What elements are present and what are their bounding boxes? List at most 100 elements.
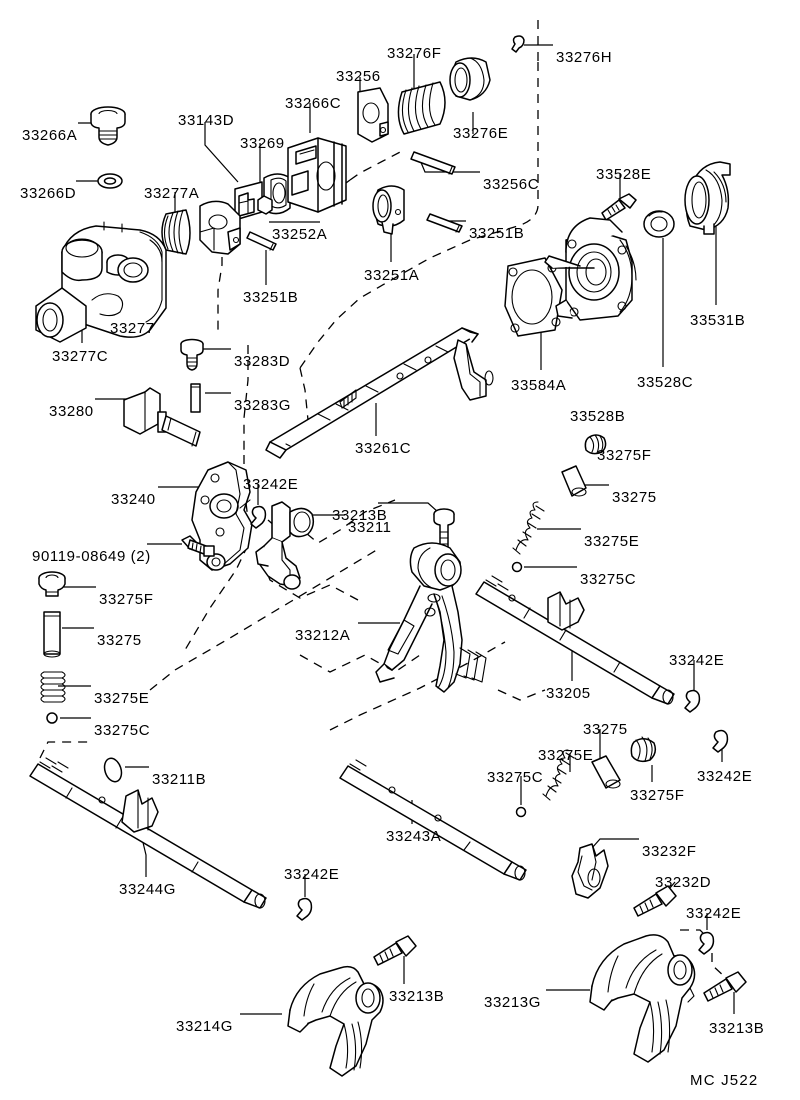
part-label-33214G: 33214G — [176, 1018, 233, 1035]
part-label-33252A: 33252A — [272, 226, 328, 243]
part-33269-seat — [257, 173, 291, 215]
part-label-33266C: 33266C — [285, 95, 342, 112]
part-33211-fork — [255, 501, 315, 590]
part-label-33528C: 33528C — [637, 374, 694, 391]
assembly-dashed-paths — [39, 20, 727, 979]
part-33275E-spring-right — [512, 501, 545, 555]
part-33266D-oring — [97, 173, 123, 189]
part-33242E-snap-ring-4 — [296, 897, 313, 921]
part-33213G-fork — [589, 934, 696, 1063]
part-label-90119-08649-2: 90119-08649 (2) — [32, 548, 151, 565]
part-label-33275C: 33275C — [94, 722, 151, 739]
part-label-33205: 33205 — [546, 685, 591, 702]
part-33256C-pin — [410, 151, 456, 175]
part-label-33276H: 33276H — [556, 49, 613, 66]
part-label-33275E: 33275E — [94, 690, 150, 707]
part-33266C-bracket — [287, 137, 347, 213]
part-33277-housing — [35, 221, 167, 343]
part-33261C-shift-shaft — [265, 327, 494, 459]
part-label-33269: 33269 — [240, 135, 285, 152]
part-33275-pin-left — [43, 611, 61, 658]
part-label-33275E: 33275E — [538, 747, 594, 764]
part-label-33213B: 33213B — [389, 988, 445, 1005]
part-label-33251B: 33251B — [469, 225, 525, 242]
part-label-33251A: 33251A — [364, 267, 420, 284]
part-label-33528B: 33528B — [570, 408, 626, 425]
part-label-33275F: 33275F — [99, 591, 154, 608]
part-33275E-spring-lower — [542, 749, 575, 801]
part-label-33584A: 33584A — [511, 377, 567, 394]
part-33275F-plug-left — [38, 571, 66, 597]
part-label-33143D: 33143D — [178, 112, 235, 129]
part-label-33213B: 33213B — [709, 1020, 765, 1037]
part-33528E-bolt — [601, 193, 637, 221]
part-33240-bracket — [191, 461, 253, 571]
part-label-33275C: 33275C — [580, 571, 637, 588]
part-33251B-pin-upper — [426, 213, 463, 233]
part-33266A-plug — [90, 106, 126, 146]
part-33143D-plate — [234, 181, 263, 221]
part-label-33242E: 33242E — [697, 768, 753, 785]
part-label-33275F: 33275F — [597, 447, 652, 464]
part-label-33276E: 33276E — [453, 125, 509, 142]
part-33251A-bushing — [372, 185, 405, 235]
part-33276F-spring — [397, 81, 446, 135]
part-label-33277: 33277 — [110, 320, 155, 337]
part-label-33213B: 33213B — [332, 507, 388, 524]
part-label-33213G: 33213G — [484, 994, 541, 1011]
part-label-33275: 33275 — [612, 489, 657, 506]
part-33275-pin-right — [561, 465, 587, 497]
part-33232F-lever — [571, 843, 609, 899]
part-33244G-shift-rod — [29, 757, 267, 909]
part-33242E-snap-ring-3 — [712, 729, 729, 753]
part-33275C-ball-right — [511, 561, 523, 573]
part-33584A-gasket — [504, 257, 563, 337]
part-33213B-bolt-2 — [373, 935, 417, 966]
part-33213B-bolt-3 — [703, 971, 747, 1002]
part-label-33531B: 33531B — [690, 312, 746, 329]
part-label-33266A: 33266A — [22, 127, 78, 144]
part-33252A-lever — [199, 200, 241, 255]
part-33242E-snap-ring-5 — [698, 931, 715, 955]
part-label-33240: 33240 — [111, 491, 156, 508]
part-33232D-bolt — [633, 885, 677, 917]
part-33275-pin-lower — [591, 755, 621, 789]
part-33528B-housing — [544, 217, 637, 321]
part-label-33275: 33275 — [97, 632, 142, 649]
part-33205-shift-rod — [475, 575, 675, 705]
leader-lines — [58, 44, 735, 1015]
part-33256-lever — [357, 87, 389, 143]
part-label-33275: 33275 — [583, 721, 628, 738]
part-33275F-plug-right — [584, 434, 607, 455]
part-33212A-fork — [375, 542, 487, 693]
part-label-33261C: 33261C — [355, 440, 412, 457]
part-33243A-shift-rod — [339, 759, 527, 881]
part-33277A-spring — [161, 209, 191, 255]
part-label-33256C: 33256C — [483, 176, 540, 193]
part-label-33243A: 33243A — [386, 828, 442, 845]
part-label-33275F: 33275F — [630, 787, 685, 804]
part-33531B-boot — [684, 161, 731, 235]
drawing-code: MC J522 — [690, 1072, 759, 1089]
part-33275C-ball-lower — [515, 806, 527, 818]
part-label-33242E: 33242E — [243, 476, 299, 493]
part-label-33211B: 33211B — [152, 771, 207, 788]
part-label-33277A: 33277A — [144, 185, 200, 202]
part-label-33232F: 33232F — [642, 843, 697, 860]
part-label-33232D: 33232D — [655, 874, 712, 891]
part-33275C-ball-left — [46, 712, 58, 724]
part-label-33277C: 33277C — [52, 348, 109, 365]
part-label-33244G: 33244G — [119, 881, 176, 898]
part-label-33242E: 33242E — [686, 905, 742, 922]
part-label-33275C: 33275C — [487, 769, 544, 786]
part-label-33275E: 33275E — [584, 533, 640, 550]
part-33276H-clip — [511, 35, 525, 53]
part-33283G-pin — [190, 383, 201, 413]
part-33280-lever — [123, 387, 201, 447]
part-33214G-fork — [287, 965, 384, 1077]
part-label-33266D: 33266D — [20, 185, 77, 202]
part-label-33280: 33280 — [49, 403, 94, 420]
part-label-33283D: 33283D — [234, 353, 291, 370]
